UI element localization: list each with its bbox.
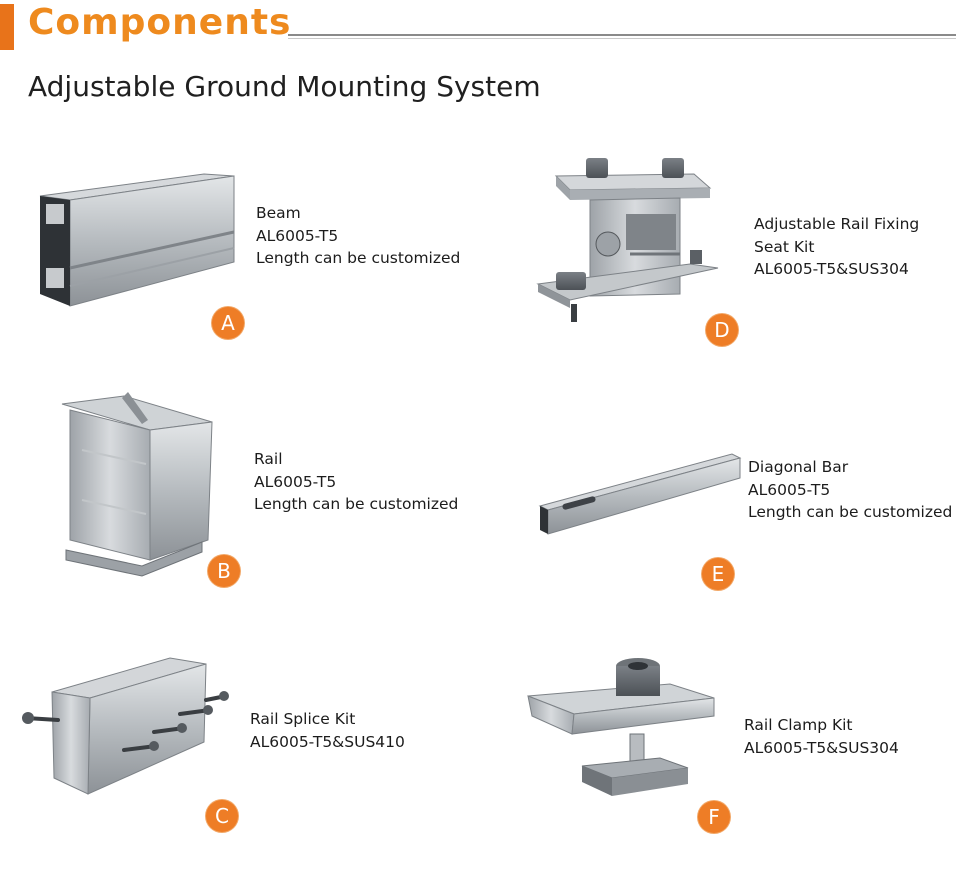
badge-a: A — [212, 307, 244, 339]
page-subtitle: Adjustable Ground Mounting System — [28, 70, 541, 103]
page-title: Components — [28, 2, 292, 43]
diagonal-bar-material: AL6005-T5 — [748, 480, 831, 499]
diagonal-bar-name: Diagonal Bar — [748, 458, 849, 476]
beam-material: AL6005-T5 — [256, 226, 339, 245]
badge-f: F — [698, 801, 730, 833]
rail-image — [61, 392, 213, 577]
rail-note: Length can be customized — [254, 495, 459, 513]
rail-name: Rail — [254, 450, 283, 468]
fixing-seat-kit-name-line1: Adjustable Rail Fixing — [754, 215, 920, 233]
rail-splice-kit-material: AL6005-T5&SUS410 — [250, 732, 405, 751]
diagonal-bar-image — [538, 453, 742, 535]
rail-clamp-kit-material: AL6005-T5&SUS304 — [744, 738, 899, 757]
beam-note: Length can be customized — [256, 249, 461, 267]
rail-material: AL6005-T5 — [254, 472, 337, 491]
beam-name: Beam — [256, 204, 301, 222]
beam-description: Beam AL6005-T5 Length can be customized — [256, 202, 460, 270]
diagonal-bar-description: Diagonal Bar AL6005-T5 Length can be cus… — [748, 456, 952, 524]
badge-b: B — [208, 555, 240, 587]
rail-clamp-kit-image — [527, 658, 715, 796]
badge-c: C — [206, 800, 238, 832]
fixing-seat-kit-image — [536, 158, 719, 322]
diagonal-bar-note: Length can be customized — [748, 503, 953, 521]
header-divider-thin — [288, 38, 956, 39]
rail-splice-kit-image — [22, 657, 229, 795]
badge-d: D — [706, 314, 738, 346]
rail-splice-kit-name: Rail Splice Kit — [250, 710, 356, 728]
fixing-seat-kit-material: AL6005-T5&SUS304 — [754, 260, 909, 278]
header-divider — [288, 34, 956, 36]
rail-splice-kit-description: Rail Splice Kit AL6005-T5&SUS410 — [250, 708, 405, 753]
header-accent-bar — [0, 4, 14, 50]
badge-e: E — [702, 558, 734, 590]
fixing-seat-kit-description: Adjustable Rail Fixing Seat Kit AL6005-T… — [754, 213, 919, 281]
fixing-seat-kit-name-line2: Seat Kit — [754, 237, 815, 256]
rail-clamp-kit-name: Rail Clamp Kit — [744, 716, 853, 734]
rail-description: Rail AL6005-T5 Length can be customized — [254, 448, 458, 516]
rail-clamp-kit-description: Rail Clamp Kit AL6005-T5&SUS304 — [744, 714, 899, 759]
beam-image — [39, 173, 235, 307]
